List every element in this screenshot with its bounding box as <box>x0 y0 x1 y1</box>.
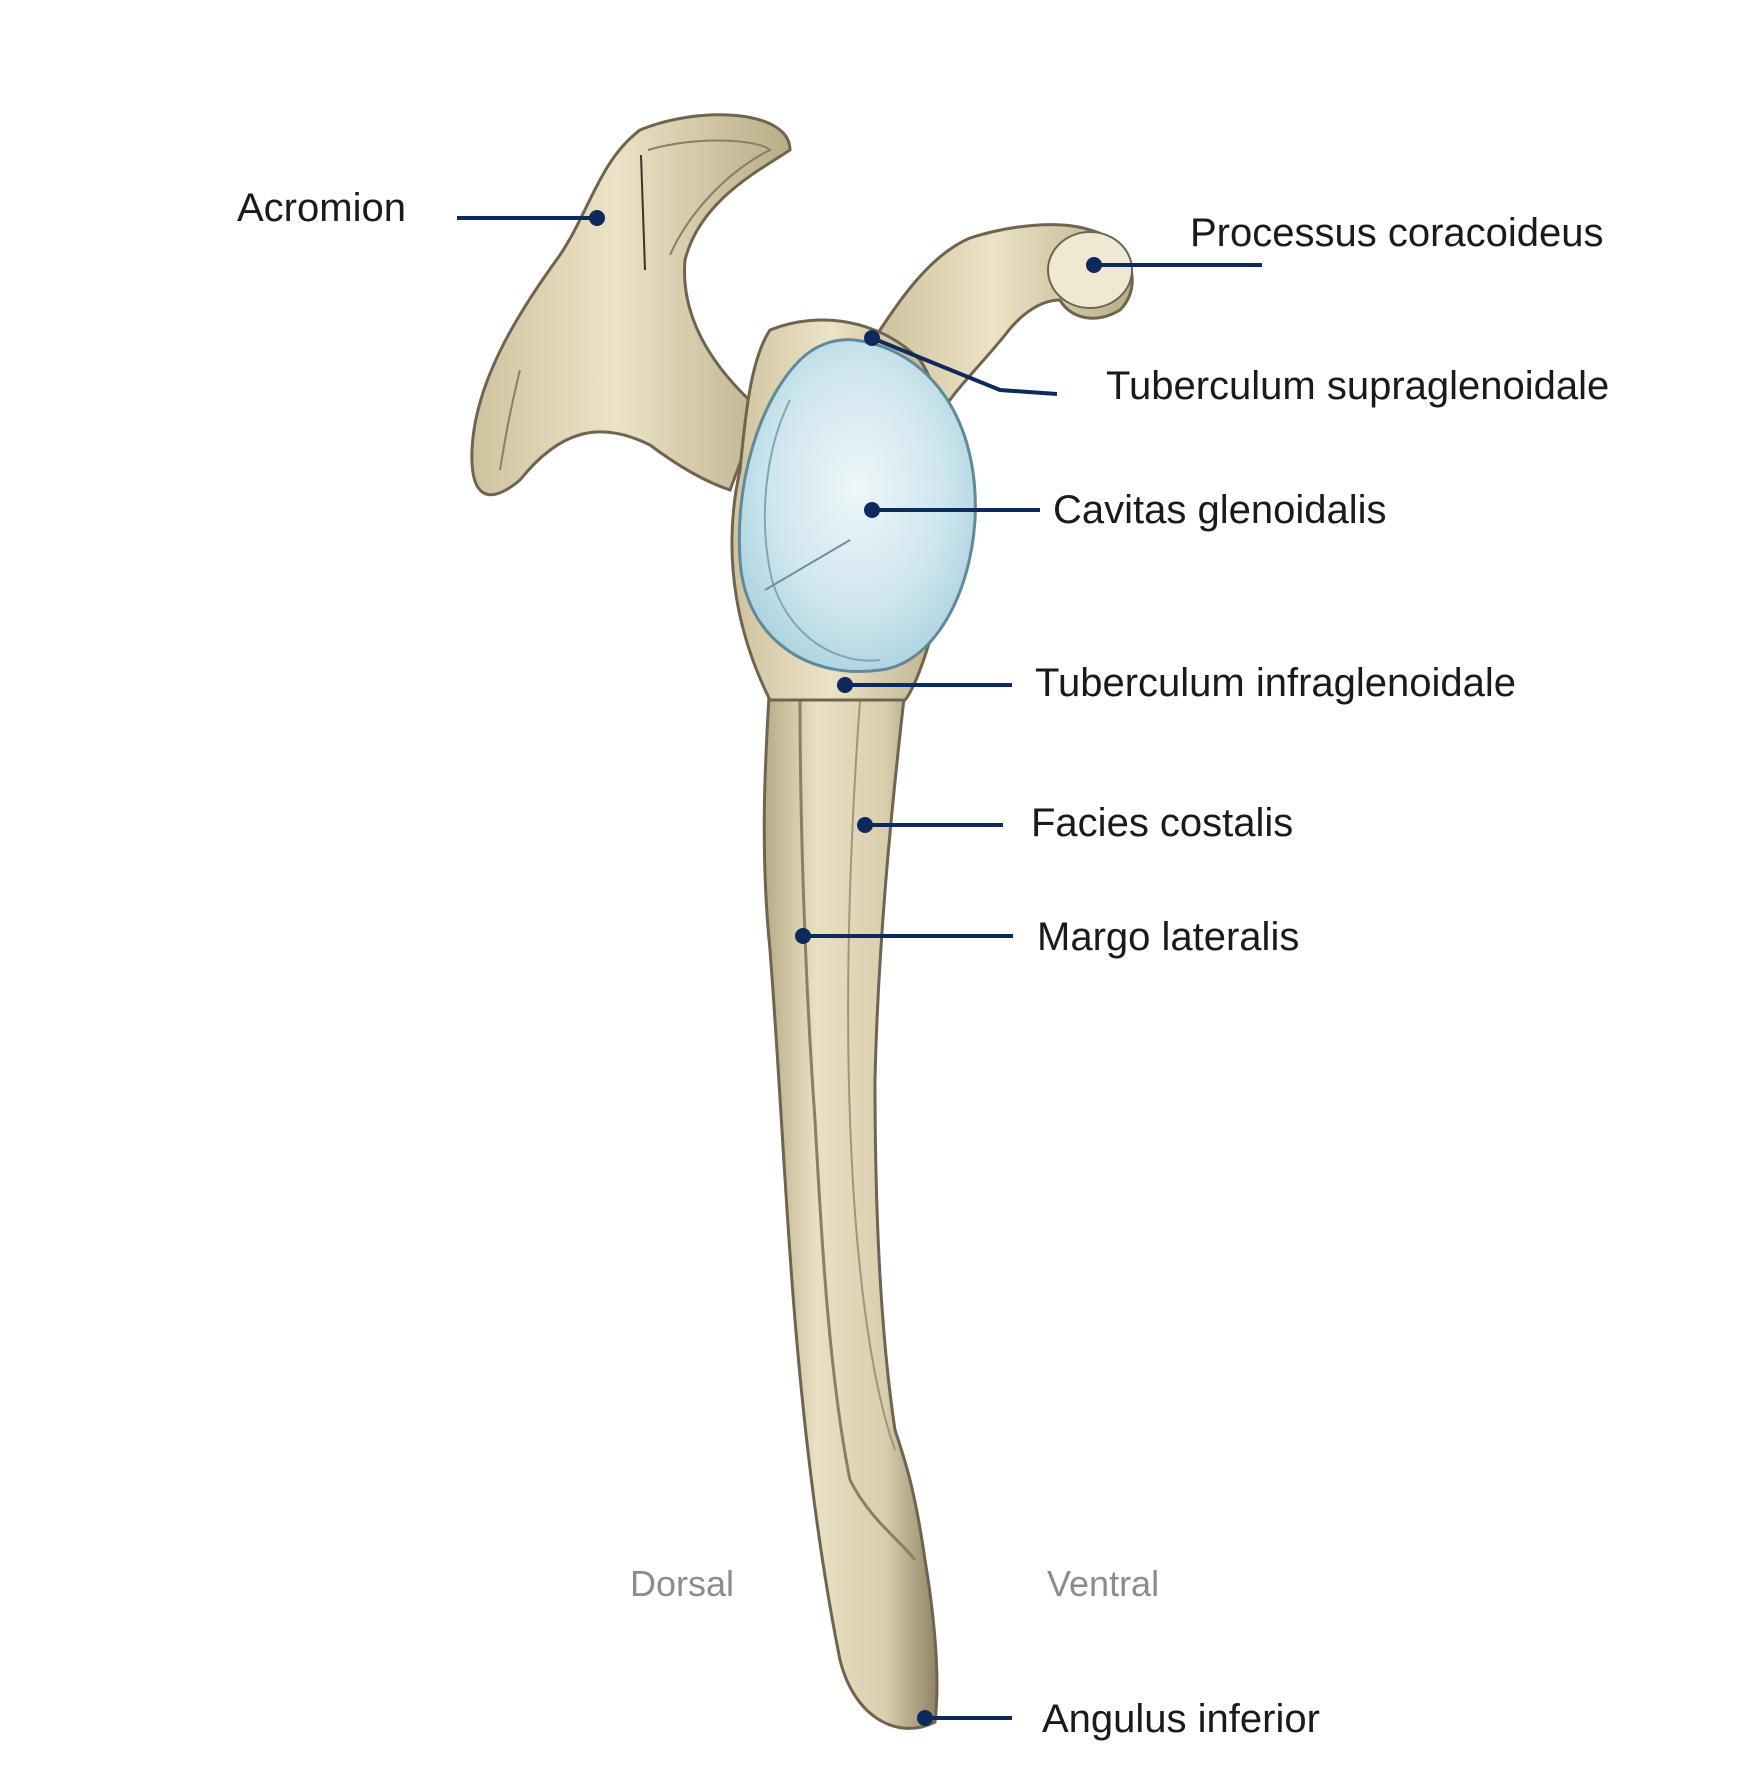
dot-tuberculum-supraglenoidale <box>864 330 880 346</box>
dot-acromion <box>589 210 605 226</box>
orientation-ventral: Ventral <box>1047 1563 1160 1604</box>
leader-tuberculum-supraglenoidale <box>871 336 1058 396</box>
label-processus-coracoideus: Processus coracoideus <box>1190 211 1604 255</box>
label-tuberculum-supraglenoidale: Tuberculum supraglenoidale <box>1106 364 1610 408</box>
dot-angulus-inferior <box>917 1710 933 1726</box>
shaft-ridge-2 <box>847 699 896 1451</box>
dot-facies-costalis <box>857 817 873 833</box>
label-cavitas-glenoidalis: Cavitas glenoidalis <box>1053 488 1387 532</box>
acromion-shape <box>470 113 792 497</box>
label-facies-costalis: Facies costalis <box>1031 801 1294 845</box>
shaft-ridge <box>798 699 917 1561</box>
glenoid-inner-line <box>764 539 851 591</box>
acromion-fine-line <box>640 154 646 271</box>
leader-dots <box>589 210 1102 1726</box>
label-margo-lateralis: Margo lateralis <box>1037 915 1300 959</box>
glenoid-cavity <box>737 338 977 673</box>
orientation-dorsal: Dorsal <box>630 1563 735 1604</box>
dot-margo-lateralis <box>795 928 811 944</box>
scapula-shaft <box>762 678 939 1730</box>
acromion-lower-flare <box>499 369 521 471</box>
dot-processus-coracoideus <box>1086 257 1102 273</box>
leader-lines <box>457 216 1262 1720</box>
label-acromion: Acromion <box>237 186 406 230</box>
acromion-inner-contour <box>647 139 772 256</box>
label-angulus-inferior: Angulus inferior <box>1042 1697 1320 1741</box>
glenoid-rim <box>763 399 881 662</box>
dot-cavitas-glenoidalis <box>864 502 880 518</box>
label-tuberculum-infraglenoidale: Tuberculum infraglenoidale <box>1035 661 1517 705</box>
dot-tuberculum-infraglenoidale <box>837 677 853 693</box>
